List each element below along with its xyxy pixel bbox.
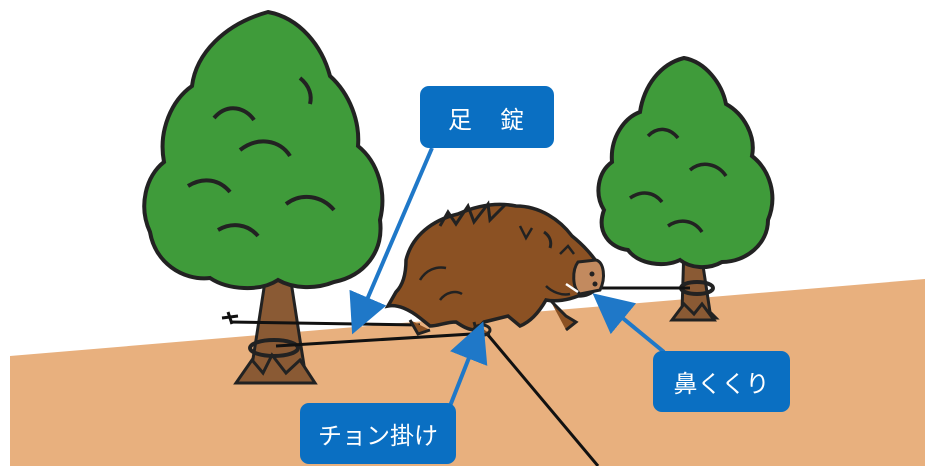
callout-arrows	[349, 147, 666, 407]
tree-right-icon	[596, 55, 775, 322]
arrow-chon	[448, 321, 488, 407]
label-hana-kukuri: 鼻くくり	[653, 351, 790, 412]
label-chon-gake: チョン掛け	[300, 403, 456, 464]
ground	[10, 279, 925, 466]
tree-left-icon	[142, 9, 385, 385]
arrow-hana	[592, 293, 666, 354]
arrow-ashijo	[349, 147, 434, 335]
wild-boar-icon	[384, 200, 605, 338]
label-ashi-jo: 足 錠	[420, 86, 554, 148]
